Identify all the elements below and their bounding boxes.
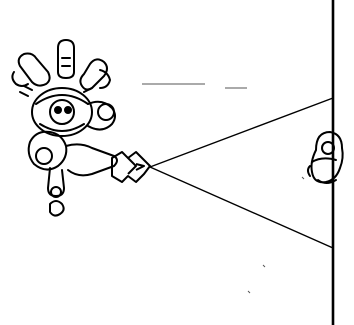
field-of-view-lines bbox=[150, 98, 333, 248]
camera-icon bbox=[112, 152, 150, 182]
fov-lower-line bbox=[150, 167, 333, 248]
observer-figure bbox=[12, 40, 117, 216]
fov-upper-line bbox=[150, 98, 333, 167]
scan-artifacts bbox=[142, 84, 304, 293]
subject-figure bbox=[308, 132, 343, 183]
